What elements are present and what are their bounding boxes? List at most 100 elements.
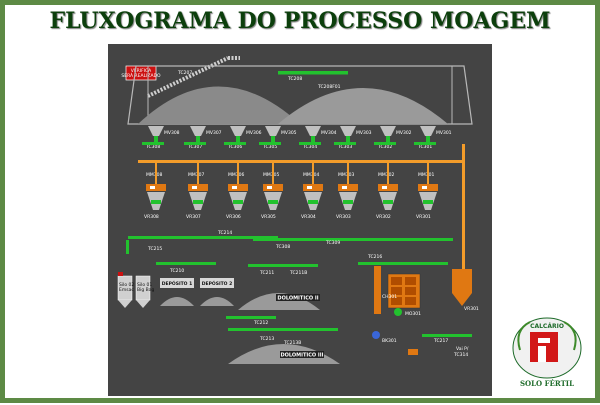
conveyor-tc211[interactable]	[248, 264, 318, 267]
label-mo301: MO301	[405, 311, 421, 317]
label-tc217: TC217	[433, 338, 448, 344]
label-silo2-sub: Emsac	[119, 287, 134, 293]
hopper[interactable]	[190, 126, 206, 142]
label-silo1-sub: Big Bag	[137, 287, 154, 293]
label-hopper-valve: MV308	[164, 130, 180, 136]
scada-screen: VERIFICA SERÁ REALIZADO TC207 TC208 TC20…	[108, 44, 492, 396]
conveyor-tc214[interactable]	[128, 236, 278, 239]
mixer-unit[interactable]	[418, 184, 438, 210]
page-title: FLUXOGRAMA DO PROCESSO MOAGEM	[49, 8, 551, 34]
label-hopper-conveyor: TC304	[302, 144, 317, 150]
conveyor-tc309[interactable]	[253, 238, 453, 241]
label-hopper-conveyor: TC307	[187, 144, 202, 150]
mixer-unit[interactable]	[338, 184, 358, 210]
chute-drop	[312, 163, 314, 184]
chute-drop	[237, 163, 239, 184]
label-tc214: TC214	[217, 230, 232, 236]
conveyor-tc213[interactable]	[228, 328, 338, 331]
mixer-unit[interactable]	[378, 184, 398, 210]
label-hopper-valve: MV303	[356, 130, 372, 136]
silo-alarm-indicator	[118, 272, 123, 276]
label-mixer: MM303	[338, 172, 354, 178]
label-silo1: Silo 01	[137, 282, 152, 288]
logo-top-text: CALCÁRIO	[530, 323, 564, 330]
mixer-unit[interactable]	[146, 184, 166, 210]
conveyor-tc217[interactable]	[422, 334, 472, 337]
label-deposito-1: DEPÓSITO 1	[162, 280, 192, 287]
label-ch301: CH301	[382, 294, 397, 300]
label-tc211b: TC211B	[289, 270, 307, 276]
label-mixer: MM305	[263, 172, 279, 178]
pile-dolomitico-3[interactable]	[228, 344, 340, 364]
label-hopper-conveyor: TC306	[227, 144, 242, 150]
logo-svg: CALCÁRIO SOLO FÉRTIL	[512, 317, 582, 388]
hopper-conveyor[interactable]	[184, 142, 206, 145]
mixer-unit[interactable]	[263, 184, 283, 210]
label-vibrator: VR306	[226, 214, 241, 220]
label-hopper-conveyor: TC303	[337, 144, 352, 150]
label-tc211: TC211	[259, 270, 274, 276]
mill-ch301[interactable]	[374, 266, 421, 314]
conveyor-tc208[interactable]	[278, 71, 348, 75]
label-vibrator: VR302	[376, 214, 391, 220]
silo-01[interactable]	[135, 275, 151, 308]
valve-bk301[interactable]	[372, 331, 380, 339]
label-vibrator: VR303	[336, 214, 351, 220]
mixer-unit[interactable]	[228, 184, 248, 210]
hopper[interactable]	[148, 126, 164, 142]
conveyor-tc215-riser[interactable]	[126, 240, 129, 254]
hopper-conveyor[interactable]	[334, 142, 356, 145]
label-hopper-valve: MV302	[396, 130, 412, 136]
hopper[interactable]	[380, 126, 396, 142]
label-vibrator: VR304	[301, 214, 316, 220]
label-vr301: VR301	[464, 306, 479, 312]
label-tc308: TC308	[275, 244, 290, 250]
hopper-conveyor[interactable]	[224, 142, 246, 145]
footer-line1: Vai P/	[456, 346, 469, 352]
hopper-conveyor[interactable]	[299, 142, 321, 145]
alarm-line1: VERIFICA	[131, 68, 152, 74]
feeder-box[interactable]	[408, 349, 418, 355]
mixer-unit[interactable]	[303, 184, 323, 210]
silo-02[interactable]	[117, 275, 133, 308]
label-mixer: MM307	[188, 172, 204, 178]
deposito-1[interactable]	[160, 278, 194, 306]
label-vibrator: VR301	[416, 214, 431, 220]
footer-line2: TC314	[453, 352, 468, 358]
label-vibrator: VR305	[261, 214, 276, 220]
inclined-conveyor-tc207[interactable]	[147, 56, 240, 98]
hopper-conveyor[interactable]	[259, 142, 281, 145]
hopper-conveyor[interactable]	[414, 142, 436, 145]
label-silo2: Silo 02	[119, 282, 134, 288]
label-mixer: MM308	[146, 172, 162, 178]
label-tc213b: TC213B	[283, 340, 301, 346]
label-hopper-conveyor: TC301	[417, 144, 432, 150]
label-bk301: BK301	[382, 338, 397, 344]
label-hopper-conveyor: TC305	[262, 144, 277, 150]
deposito-2[interactable]	[200, 278, 234, 306]
hopper[interactable]	[230, 126, 246, 142]
chute-drop	[155, 163, 157, 184]
hopper[interactable]	[305, 126, 321, 142]
label-hopper-valve: MV301	[436, 130, 452, 136]
hopper[interactable]	[340, 126, 356, 142]
label-tc207: TC207	[177, 70, 192, 76]
process-flow-diagram: VERIFICA SERÁ REALIZADO TC207 TC208 TC20…	[117, 56, 479, 364]
mixer-unit[interactable]	[188, 184, 208, 210]
hopper-conveyor[interactable]	[374, 142, 396, 145]
conveyor-tc212[interactable]	[226, 316, 276, 319]
chute-drop	[387, 163, 389, 184]
storage-shed	[127, 65, 473, 125]
conveyor-tc216[interactable]	[358, 262, 448, 265]
hopper[interactable]	[420, 126, 436, 142]
motor-mo301[interactable]	[394, 308, 402, 316]
cyclone-hopper[interactable]	[452, 269, 472, 306]
label-mixer: MM302	[378, 172, 394, 178]
pile-dolomitico-2[interactable]	[238, 293, 320, 310]
chute-drop	[197, 163, 199, 184]
conveyor-tc210[interactable]	[156, 262, 216, 265]
hopper-conveyor[interactable]	[142, 142, 164, 145]
hopper[interactable]	[265, 126, 281, 142]
